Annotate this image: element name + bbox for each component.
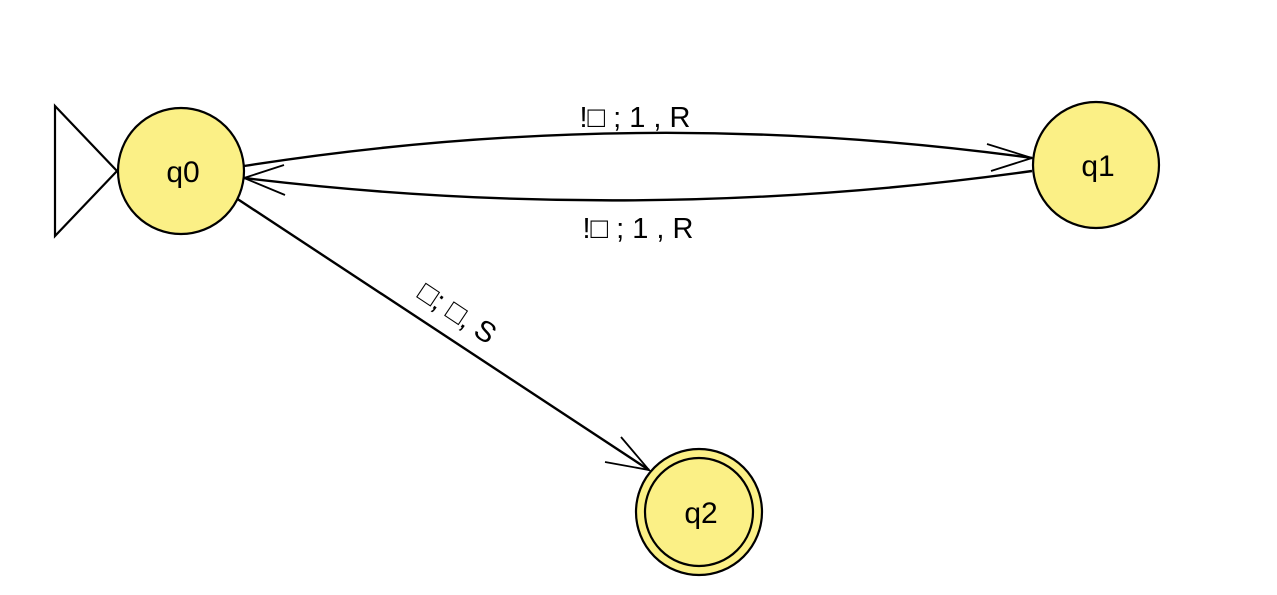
state-q2-label: q2 [684,497,717,530]
transition-q0-q2-label: □; □, S [412,276,502,351]
state-q2[interactable]: q2 [634,447,764,577]
state-q1[interactable]: q1 [1031,100,1161,230]
transition-q0-q2-edge [235,196,650,472]
arrowhead-icon [604,436,652,472]
state-q0-label: q0 [166,156,199,189]
state-q2-accepting-ring [643,456,755,568]
transition-q0-q1-label: !□ ; 1 , R [580,102,691,134]
state-q0[interactable]: q0 [116,106,246,236]
transition-q0-q2[interactable] [235,196,652,472]
state-q1-circle [1031,100,1161,230]
transition-q0-q1[interactable] [243,131,1036,172]
transition-q1-q0-label: !□ ; 1 , R [583,213,694,245]
transition-q1-q0-edge [243,169,1033,202]
state-q1-label: q1 [1081,150,1114,183]
initial-state-marker [53,103,119,239]
transition-q1-q0[interactable] [241,164,1033,202]
state-q0-circle [116,106,246,236]
arrowhead-icon [986,143,1036,172]
transition-q0-q1-edge [243,131,1033,168]
